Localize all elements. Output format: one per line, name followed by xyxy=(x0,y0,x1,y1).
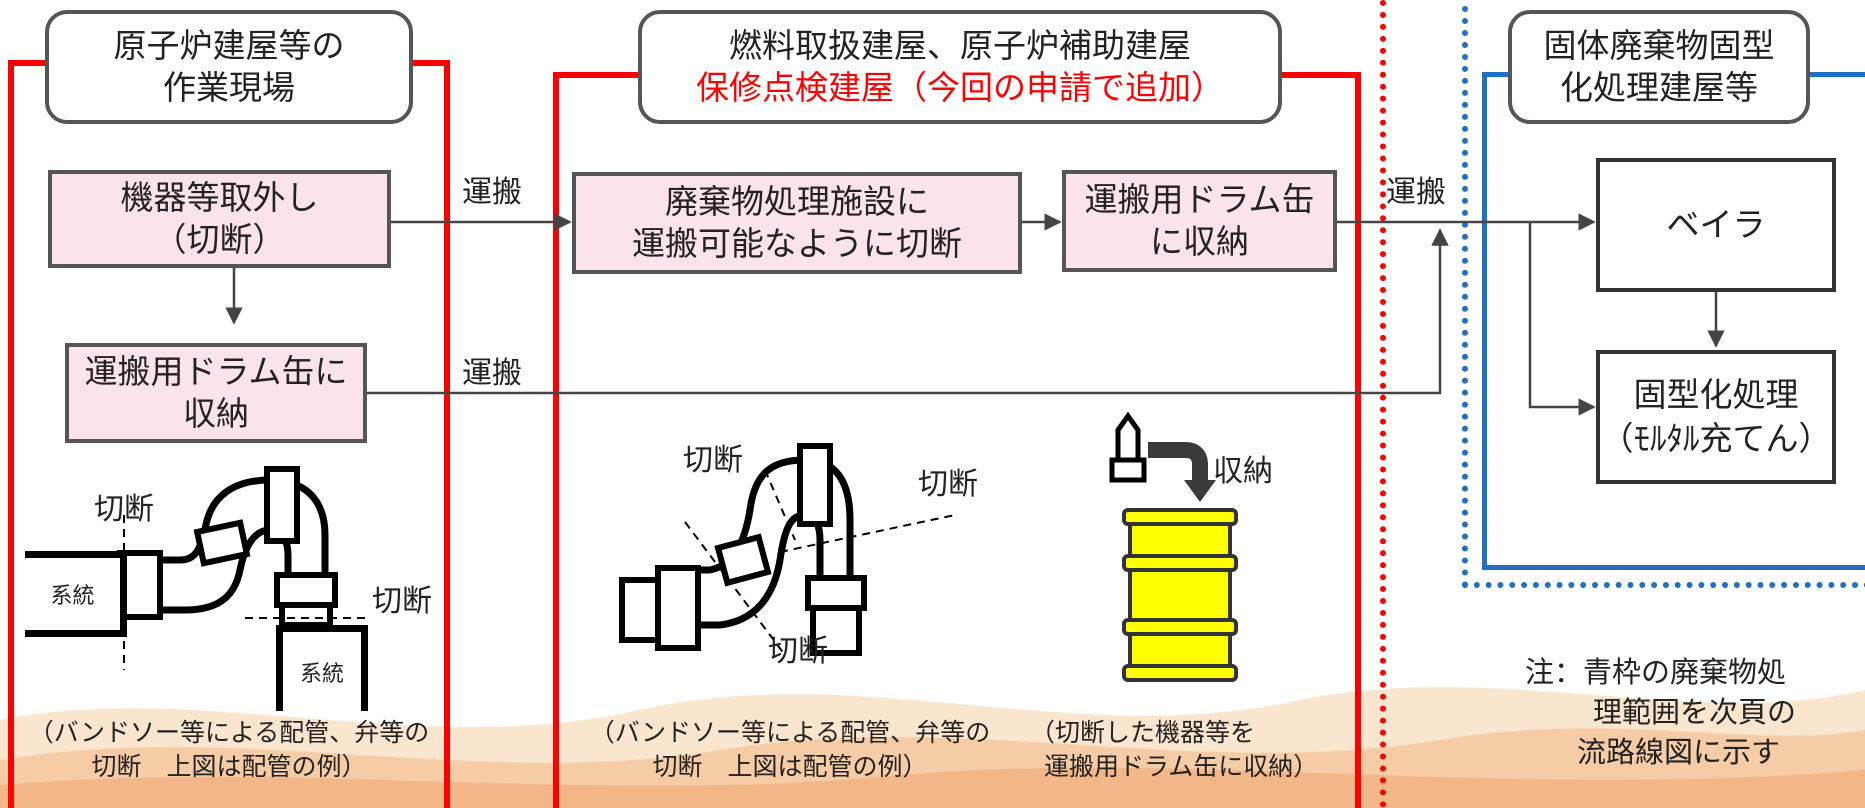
blue-dotted-boundary xyxy=(1462,0,1865,588)
arrow-branch-to-solidify xyxy=(1528,222,1596,416)
store-label: 収納 xyxy=(1213,454,1273,489)
drum-caption-line2: 運搬用ドラム缶に収納） xyxy=(1044,752,1319,781)
worksite-title-line2: 作業現場 xyxy=(163,68,295,107)
fuel-drum-line1: 運搬用ドラム缶 xyxy=(1084,180,1315,219)
drum-caption: （切断した機器等を 運搬用ドラム缶に収納） xyxy=(1030,716,1350,784)
worksite-drum-line1: 運搬用ドラム缶に xyxy=(84,352,348,391)
arrow-worksite-drum-transport xyxy=(367,228,1449,395)
cut-for-transport-line2: 運搬可能なように切断 xyxy=(632,224,962,263)
worksite-caption: （バンドソー等による配管、弁等の 切断 上図は配管の例） xyxy=(8,716,450,784)
fuel-cut-label-1: 切断 xyxy=(683,443,743,478)
transport-label-1: 運搬 xyxy=(462,175,522,210)
fuel-building-title-line1: 燃料取扱建屋、原子炉補助建屋 xyxy=(729,26,1191,65)
solidify-box: 固型化処理 （ﾓﾙﾀﾙ充てん） xyxy=(1596,350,1836,484)
fuel-drum-box: 運搬用ドラム缶 に収納 xyxy=(1062,170,1337,272)
wave-background xyxy=(0,687,1865,808)
remove-equipment-line2: （切断） xyxy=(153,220,286,259)
remove-equipment-box: 機器等取外し （切断） xyxy=(48,170,391,268)
worksite-drum-line2: 収納 xyxy=(183,394,249,433)
worksite-cut-label-2: 切断 xyxy=(372,584,432,619)
curved-down-arrow xyxy=(1148,442,1208,485)
worksite-caption-line2: 切断 上図は配管の例） xyxy=(91,752,367,781)
solidify-line1: 固型化処理 xyxy=(1633,375,1799,414)
fuel-cut-label-3: 切断 xyxy=(768,634,828,669)
baler-box: ベイラ xyxy=(1596,158,1836,292)
fuel-pipe-caption: （バンドソー等による配管、弁等の 切断 上図は配管の例） xyxy=(570,716,1010,784)
solid-waste-title-line2: 化処理建屋等 xyxy=(1560,68,1758,107)
solid-waste-title-line1: 固体廃棄物固型 xyxy=(1543,26,1775,65)
drum-store-illustration xyxy=(1109,411,1238,682)
worksite-drum-box: 運搬用ドラム缶に 収納 xyxy=(65,343,367,443)
fuel-building-title: 燃料取扱建屋、原子炉補助建屋 保修点検建屋（今回の申請で追加） xyxy=(638,10,1282,124)
red-dotted-divider xyxy=(1380,0,1386,808)
note-line1: 注：青枠の廃棄物処 xyxy=(1525,655,1787,689)
system-label-left: 系統 xyxy=(50,584,95,609)
system-box-bottom: 系統 xyxy=(276,625,368,711)
fuel-pipe-caption-line1: （バンドソー等による配管、弁等の xyxy=(589,718,991,747)
worksite-title: 原子炉建屋等の 作業現場 xyxy=(45,10,413,124)
note-line2: 理範囲を次頁の xyxy=(1593,695,1797,729)
cut-for-transport-box: 廃棄物処理施設に 運搬可能なように切断 xyxy=(572,172,1022,274)
solid-waste-title: 固体廃棄物固型 化処理建屋等 xyxy=(1508,10,1810,124)
note-line3: 流路線図に示す xyxy=(1577,735,1781,769)
system-label-bottom: 系統 xyxy=(299,661,344,687)
fuel-pipe-caption-line2: 切断 上図は配管の例） xyxy=(652,752,928,781)
transport-label-3: 運搬 xyxy=(1386,175,1446,210)
note: 注：青枠の廃棄物処 理範囲を次頁の 流路線図に示す xyxy=(1525,652,1865,772)
remove-equipment-line1: 機器等取外し xyxy=(120,178,319,217)
transport-label-2: 運搬 xyxy=(462,356,522,391)
system-box-left: 系統 xyxy=(25,551,127,637)
cut-for-transport-line1: 廃棄物処理施設に xyxy=(665,182,929,221)
solidify-line2: （ﾓﾙﾀﾙ充てん） xyxy=(1600,419,1832,458)
drum-caption-line1: （切断した機器等を xyxy=(1030,718,1256,747)
worksite-cut-label-1: 切断 xyxy=(94,492,154,527)
fuel-pipe-illustration xyxy=(619,443,956,656)
worksite-title-line1: 原子炉建屋等の xyxy=(113,26,345,65)
fuel-cut-label-2: 切断 xyxy=(918,467,978,502)
fuel-building-title-line2: 保修点検建屋（今回の申請で追加） xyxy=(696,68,1224,107)
baler-label: ベイラ xyxy=(1666,205,1766,244)
worksite-caption-line1: （バンドソー等による配管、弁等の xyxy=(28,718,430,747)
fuel-drum-line2: に収納 xyxy=(1150,222,1249,261)
